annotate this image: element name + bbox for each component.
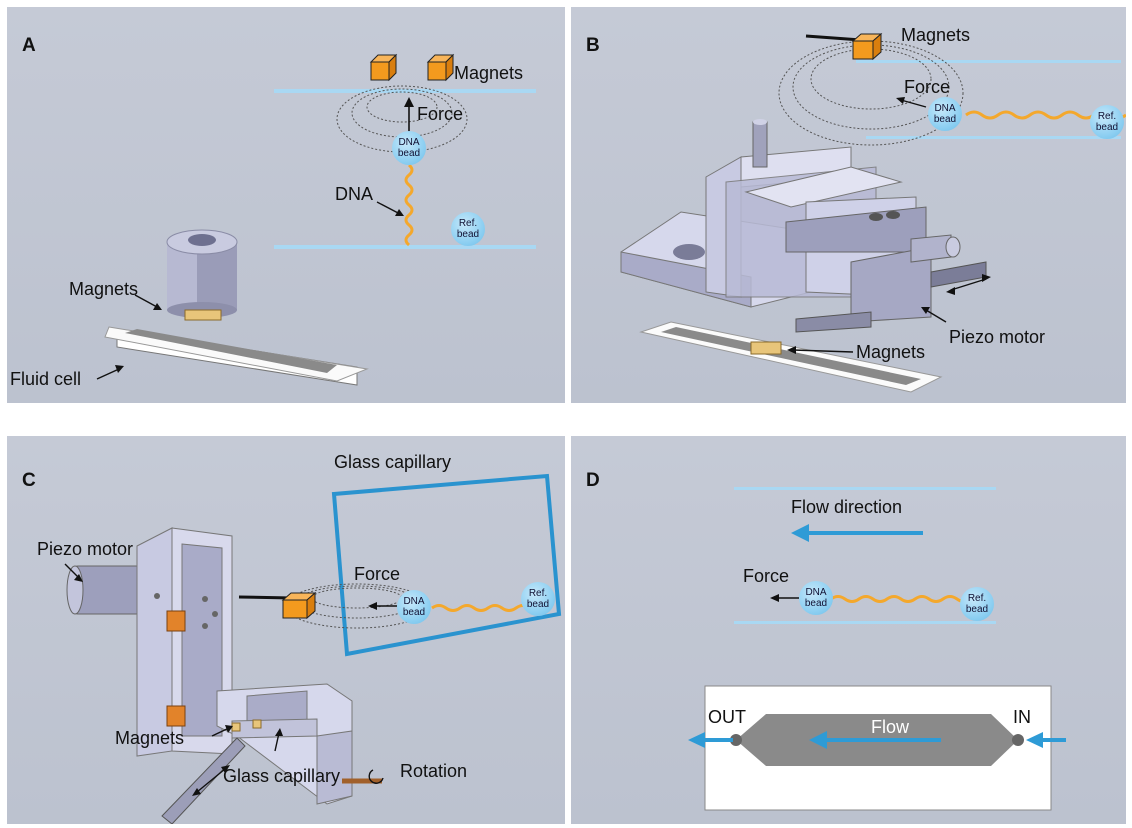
magnet-top <box>851 32 883 61</box>
top-glass-surface <box>734 487 996 490</box>
rotation-stage-apparatus <box>66 527 382 824</box>
top-glass-surface <box>274 89 536 93</box>
force-label: Force <box>354 564 401 584</box>
force-arrow-head <box>404 97 414 107</box>
dna-strand <box>404 163 414 247</box>
magnets-pointer <box>792 349 854 353</box>
piezo-motor-label: Piezo motor <box>949 327 1046 347</box>
force-arrow <box>900 99 927 108</box>
fluid-cell-pointer <box>96 368 120 380</box>
reference-bead: Ref.bead <box>451 212 485 246</box>
bottom-glass-surface <box>274 245 536 249</box>
in-label: IN <box>1013 707 1031 727</box>
magnets-label-top: Magnets <box>901 25 971 45</box>
piezo-pointer <box>925 309 947 323</box>
dna-pointer <box>376 201 401 215</box>
fluid-cell-label: Fluid cell <box>10 369 82 389</box>
bottom-glass-surface <box>734 621 996 624</box>
motion-double-arrow <box>196 768 226 793</box>
force-label: Force <box>743 566 790 586</box>
reference-bead: Ref.bead <box>521 582 555 616</box>
piezo-pointer <box>64 563 80 579</box>
magnet-rod <box>805 34 862 42</box>
motion-double-arrow <box>950 278 987 291</box>
magnets-under-holder <box>184 309 222 321</box>
dna-strand <box>830 595 972 603</box>
glass-capillary-frame <box>331 473 562 657</box>
magnet-holder-cylinder <box>166 229 238 318</box>
rotation-label: Rotation <box>400 761 468 781</box>
magnets-label-left: Magnets <box>69 279 139 299</box>
magnets-label-top: Magnets <box>454 63 524 83</box>
panel-a-artwork <box>96 53 536 386</box>
rotation-arrow <box>368 769 384 784</box>
magnets-over-slide <box>750 341 782 355</box>
flow-label: Flow <box>871 717 910 737</box>
force-label: Force <box>904 77 951 97</box>
magnets-small <box>231 722 241 732</box>
panel-d-artwork <box>688 487 1066 811</box>
piezo-motor-label: Piezo motor <box>37 539 134 559</box>
out-label: OUT <box>708 707 746 727</box>
magnets-pointer <box>134 294 158 308</box>
top-glass-surface <box>856 60 1121 63</box>
bottom-glass-surface <box>866 136 1121 139</box>
magnet-top <box>281 591 317 620</box>
dna-strand <box>431 604 531 612</box>
magnet-pair-top <box>369 53 455 82</box>
magnetic-field-lines <box>336 85 468 153</box>
panel-b-letter: B <box>586 35 600 56</box>
panel-b-artwork <box>620 32 1126 393</box>
glass-capillary-label-top: Glass capillary <box>334 452 452 472</box>
magnets-label: Magnets <box>115 728 185 748</box>
reference-bead: Ref.bead <box>1090 105 1124 139</box>
glass-capillary-label-bottom: Glass capillary <box>223 766 341 786</box>
magnetic-tweezer-apparatus <box>620 119 987 333</box>
magnets-pointer <box>211 727 230 737</box>
reference-bead: Ref.bead <box>960 587 994 621</box>
panel-a-letter: A <box>22 35 36 56</box>
magnets-label-bottom: Magnets <box>856 342 926 362</box>
panel-c-artwork <box>64 473 562 824</box>
magnet-rod <box>238 595 293 600</box>
fluid-cell-channel <box>661 327 921 385</box>
panel-d-letter: D <box>586 470 600 491</box>
panel-c-letter: C <box>22 470 36 491</box>
dna-label: DNA <box>335 184 374 204</box>
fluid-cell-channel <box>125 329 337 373</box>
force-label: Force <box>417 104 464 124</box>
flow-direction-label: Flow direction <box>791 497 903 517</box>
